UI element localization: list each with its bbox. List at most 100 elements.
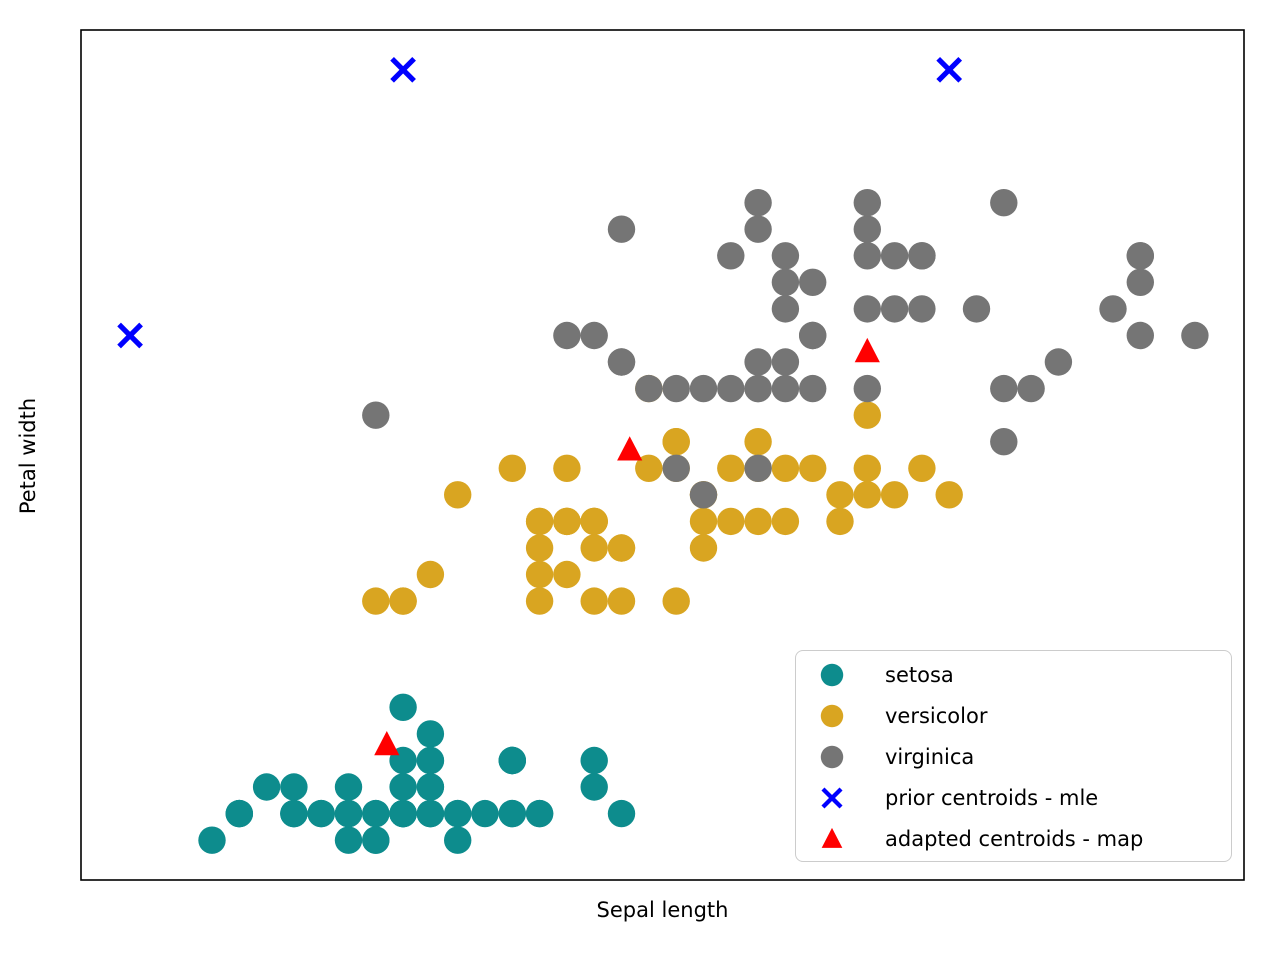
data-point-virginica [717,374,745,403]
data-point-versicolor [826,507,854,536]
data-point-versicolor [689,534,718,562]
data-point-setosa [444,826,472,854]
data-point-virginica [799,374,827,403]
circle-glyph [820,745,844,768]
data-point-versicolor [444,481,472,509]
data-point-versicolor [362,587,390,615]
data-point-virginica [990,428,1018,456]
data-point-setosa [580,773,608,801]
triangle-marker-icon [796,819,868,859]
data-point-setosa [225,799,253,828]
data-point-prior [117,322,143,349]
data-point-versicolor [389,587,417,615]
legend-item-prior-centroids: prior centroids - mle [796,777,1231,818]
data-point-virginica [962,295,991,323]
data-point-virginica [1126,242,1154,270]
data-point-versicolor [553,507,581,536]
data-point-virginica [990,189,1018,217]
axes-frame [80,29,1245,881]
legend-label: prior centroids - mle [885,785,1099,810]
data-point-virginica [853,242,881,270]
data-point-versicolor [525,560,554,589]
x-glyph [821,786,843,809]
legend-item-virginica: virginica [796,736,1231,777]
data-point-versicolor [553,560,581,589]
virginica-circle-icon [796,737,868,777]
data-point-setosa [334,826,363,854]
data-point-setosa [334,799,363,828]
data-point-setosa [334,773,363,801]
data-point-versicolor [689,507,718,536]
data-point-setosa [498,746,526,775]
data-point-virginica [662,454,690,482]
data-point-versicolor [771,507,800,536]
legend-item-versicolor: versicolor [796,695,1231,736]
data-point-setosa [280,799,308,828]
data-point-virginica [853,215,881,243]
data-point-setosa [389,799,417,828]
data-point-virginica [771,295,800,323]
data-point-versicolor [416,560,445,589]
data-point-virginica [853,189,881,217]
data-point-virginica [771,374,800,403]
data-point-setosa [389,693,417,721]
data-point-setosa [416,746,445,775]
x-axis-label: Sepal length [596,898,729,922]
data-point-setosa [280,773,308,801]
data-point-versicolor [607,587,636,615]
circle-glyph [820,663,844,686]
data-point-versicolor [553,454,581,482]
data-point-setosa [525,799,554,828]
data-point-adapted [617,436,643,461]
data-point-versicolor [880,481,909,509]
data-point-setosa [362,826,390,854]
data-point-versicolor [525,507,554,536]
data-point-adapted [854,337,880,363]
data-point-virginica [1181,321,1209,350]
data-point-setosa [198,826,226,854]
data-point-versicolor [744,507,772,536]
data-point-versicolor [771,454,800,482]
data-point-setosa [416,720,445,748]
data-point-setosa [416,773,445,801]
setosa-circle-icon [796,655,868,695]
data-point-setosa [607,799,636,828]
data-point-versicolor [744,428,772,456]
legend-label: virginica [885,744,975,769]
data-point-virginica [853,295,881,323]
data-point-virginica [717,242,745,270]
data-point-versicolor [799,454,827,482]
data-point-virginica [771,348,800,376]
data-point-virginica [744,454,772,482]
triangle-glyph [821,827,843,848]
data-point-adapted [374,731,400,756]
data-point-setosa [362,799,390,828]
data-point-versicolor [580,534,608,562]
legend-item-setosa: setosa [796,654,1231,695]
data-point-setosa [498,799,526,828]
data-point-virginica [1099,295,1127,323]
data-point-virginica [1126,321,1154,350]
data-point-virginica [799,321,827,350]
data-point-virginica [580,321,608,350]
data-point-setosa [307,799,335,828]
data-point-virginica [689,374,718,403]
data-point-versicolor [908,454,936,482]
data-point-setosa [389,773,417,801]
data-point-prior [390,56,416,83]
data-point-versicolor [498,454,526,482]
data-point-versicolor [717,507,745,536]
data-point-virginica [635,374,663,403]
data-point-virginica [553,321,581,350]
data-point-versicolor [580,587,608,615]
legend-label: adapted centroids - map [885,826,1144,851]
data-point-virginica [1044,348,1073,376]
data-point-virginica [744,215,772,243]
data-points-layer [117,56,1209,854]
data-point-virginica [744,348,772,376]
data-point-virginica [908,242,936,270]
data-point-setosa [471,799,499,828]
y-axis-label: Petal width [16,397,40,515]
data-point-versicolor [662,587,690,615]
